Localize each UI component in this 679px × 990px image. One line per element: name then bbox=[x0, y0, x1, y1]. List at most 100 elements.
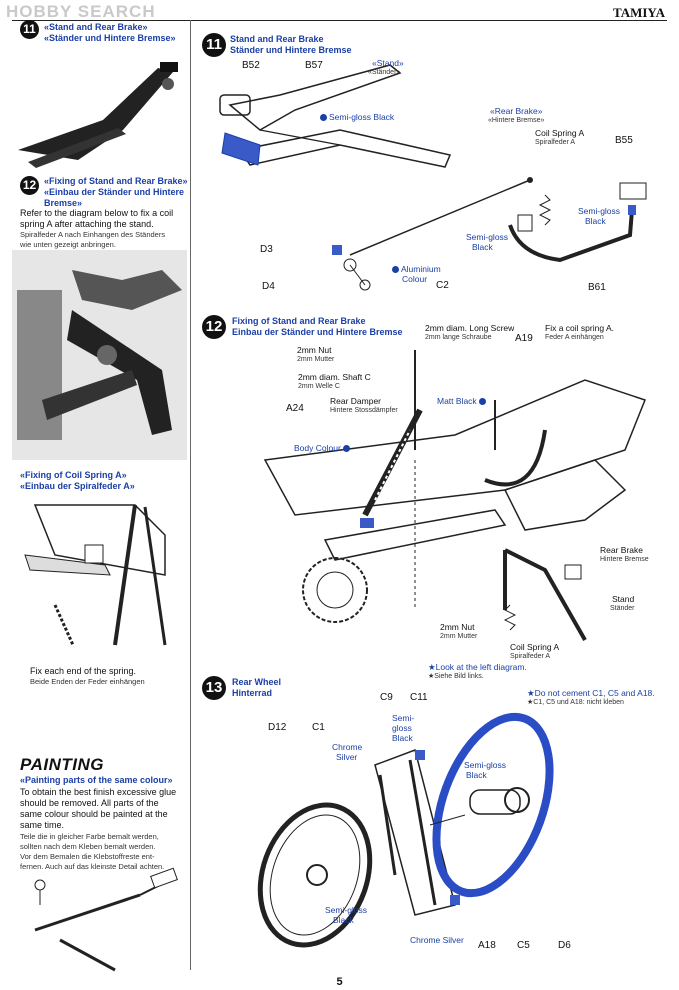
step-12-fix-spring-de: Feder A einhängen bbox=[545, 334, 604, 341]
step-12-stand-de: Ständer bbox=[610, 605, 635, 612]
step-12-coil-de: Spiralfeder A bbox=[510, 653, 551, 660]
step-13-note-en: ★Do not cement C1, C5 and A18. bbox=[527, 688, 655, 698]
part-b57: B57 bbox=[305, 60, 323, 71]
left-step-12-text-en1: Refer to the diagram below to fix a coil bbox=[20, 208, 174, 218]
paint-semigloss-2a: Semi- bbox=[466, 232, 489, 242]
step-12-screw-de: 2mm lange Schraube bbox=[425, 334, 492, 341]
page-number: 5 bbox=[336, 976, 343, 988]
step-13-title-en: Rear Wheel bbox=[232, 677, 282, 687]
step-11-title-de: Ständer und Hintere Bremse bbox=[230, 45, 352, 55]
step-12-nut-top-en: 2mm Nut bbox=[297, 345, 332, 355]
left-step-12-title-en: «Fixing of Stand and Rear Brake» bbox=[44, 176, 188, 186]
painting-illustration bbox=[34, 867, 178, 972]
paint-body-colour: Body Colour bbox=[294, 443, 352, 453]
painting-line-en-4: same time. bbox=[20, 820, 65, 830]
paint-matt-black: Matt Black bbox=[437, 396, 488, 406]
left-step-12-text-de1: Spiralfeder A nach Einhangen des Ständer… bbox=[20, 230, 166, 239]
step-11-brake-de: «Hintere Bremse» bbox=[488, 117, 545, 124]
step-11-brake-en: «Rear Brake» bbox=[490, 106, 543, 116]
part-b61: B61 bbox=[588, 282, 606, 293]
painting-line-en-2: should be removed. All parts of the bbox=[20, 798, 159, 808]
part-c2: C2 bbox=[436, 280, 449, 291]
column-divider bbox=[190, 20, 191, 970]
painting-line-de-3: Vor dem Bemalen die Klebstoffreste ent- bbox=[20, 852, 155, 861]
paint-alu-2: Colour bbox=[402, 274, 428, 284]
paint-semigloss-2: Semi-gloss bbox=[466, 232, 508, 242]
step-11-diagram bbox=[219, 64, 647, 291]
paint-chrome-1a: Chrome bbox=[332, 742, 363, 752]
left-step-12-badge: 12 bbox=[20, 176, 39, 195]
paint-semi-1b: gloss bbox=[392, 723, 412, 733]
step-12-title-de: Einbau der Ständer und Hintere Bremse bbox=[232, 327, 403, 337]
painting-line-de-2: sollten nach dem Kleben bemalt werden. bbox=[20, 842, 156, 851]
step-12-stand-en: Stand bbox=[612, 594, 635, 604]
left-step-12-text-de2: wie unten gezeigt anbringen. bbox=[20, 240, 116, 249]
brand-logo: TAMIYA bbox=[612, 5, 665, 20]
step-12-note-de: ★Siehe Bild links. bbox=[428, 673, 484, 680]
paint-dot-icon bbox=[343, 445, 351, 453]
step-12-nut-bot-de: 2mm Mutter bbox=[440, 633, 478, 640]
step-12-coil-en: Coil Spring A bbox=[510, 642, 560, 652]
painting-title: PAINTING bbox=[20, 755, 104, 774]
part-c9: C9 bbox=[380, 692, 393, 703]
step-12-nut-top-de: 2mm Mutter bbox=[297, 356, 335, 363]
painting-line-de-1: Teile die in gleicher Farbe bemalt werde… bbox=[20, 832, 159, 841]
step-12-badge: 12 bbox=[202, 315, 226, 339]
left-step-11-title-de: «Ständer und Hintere Bremse» bbox=[44, 33, 176, 43]
paint-semi-2a: Semi-gloss bbox=[464, 760, 507, 770]
spring-caption-de: Beide Enden der Feder einhängen bbox=[30, 677, 145, 686]
paint-chrome-1b: Silver bbox=[336, 752, 358, 762]
paint-matt-label: Matt Black bbox=[437, 396, 477, 406]
paint-semigloss-2b: gloss bbox=[488, 232, 509, 242]
step-12-title-en: Fixing of Stand and Rear Brake bbox=[232, 316, 366, 326]
part-a19: A19 bbox=[515, 333, 533, 344]
header-rule bbox=[12, 20, 667, 21]
step-12-nut-bot-en: 2mm Nut bbox=[440, 622, 475, 632]
part-d3: D3 bbox=[260, 244, 273, 255]
paint-chrome-2: Chrome Silver bbox=[410, 935, 464, 945]
paint-alu-1: Aluminium bbox=[392, 264, 441, 274]
step-12-fix-spring-en: Fix a coil spring A. bbox=[545, 323, 614, 333]
part-c5: C5 bbox=[517, 940, 530, 951]
left-step-11-badge: 11 bbox=[20, 20, 39, 39]
step-12-rear-brake-en: Rear Brake bbox=[600, 545, 643, 555]
part-c11: C11 bbox=[410, 692, 428, 703]
watermark: HOBBY SEARCH bbox=[6, 2, 156, 21]
paint-semigloss-1-label: Semi-gloss Black bbox=[329, 112, 395, 122]
painting-line-en-3: same colour should be painted at the bbox=[20, 809, 168, 819]
part-d6: D6 bbox=[558, 940, 571, 951]
step-12-damper-de: Hintere Stossdämpfer bbox=[330, 407, 398, 414]
stand-illustration bbox=[18, 62, 178, 168]
left-step-12-title-de2: Bremse» bbox=[44, 198, 83, 208]
paint-dot-icon bbox=[392, 266, 399, 274]
photo-stand-assembled bbox=[12, 250, 187, 460]
step-12-rear-brake-de: Hintere Bremse bbox=[600, 556, 649, 563]
part-d12: D12 bbox=[268, 722, 287, 733]
step-13-badge: 13 bbox=[202, 676, 226, 700]
step-12-screw-en: 2mm diam. Long Screw bbox=[425, 323, 515, 333]
step-11-spring-en: Coil Spring A bbox=[535, 128, 585, 138]
left-step-12-title-de1: «Einbau der Ständer und Hintere bbox=[44, 187, 185, 197]
paint-semi-3b: Black bbox=[333, 915, 354, 925]
part-c1: C1 bbox=[312, 722, 325, 733]
paint-semi-1a: Semi- bbox=[392, 713, 415, 723]
step-12-shaft-de: 2mm Welle C bbox=[298, 383, 340, 390]
step-11-title-en: Stand and Rear Brake bbox=[230, 34, 324, 44]
paint-semigloss-3a: Semi-gloss bbox=[578, 206, 621, 216]
step-12-shaft-en: 2mm diam. Shaft C bbox=[298, 372, 371, 382]
step-12-damper-en: Rear Damper bbox=[330, 396, 382, 406]
left-spring-title-en: «Fixing of Coil Spring A» bbox=[20, 470, 127, 480]
step-13-title-de: Hinterrad bbox=[232, 688, 273, 698]
paint-semi-3a: Semi-gloss bbox=[325, 905, 368, 915]
part-b55: B55 bbox=[615, 135, 633, 146]
step-11-stand-de: «Ständer» bbox=[368, 69, 401, 76]
left-spring-title-de: «Einbau der Spiralfeder A» bbox=[20, 481, 135, 491]
paint-semigloss-2c: Black bbox=[472, 242, 493, 252]
step-12-diagram bbox=[263, 350, 646, 641]
left-step-11-title-en: «Stand and Rear Brake» bbox=[44, 22, 148, 32]
spring-illustration bbox=[24, 504, 167, 646]
painting-subtitle: «Painting parts of the same colour» bbox=[20, 775, 173, 785]
step-13-diagram bbox=[257, 712, 554, 948]
paint-semigloss-1: Semi-gloss Black bbox=[320, 112, 394, 122]
spring-caption-en: Fix each end of the spring. bbox=[30, 666, 137, 676]
